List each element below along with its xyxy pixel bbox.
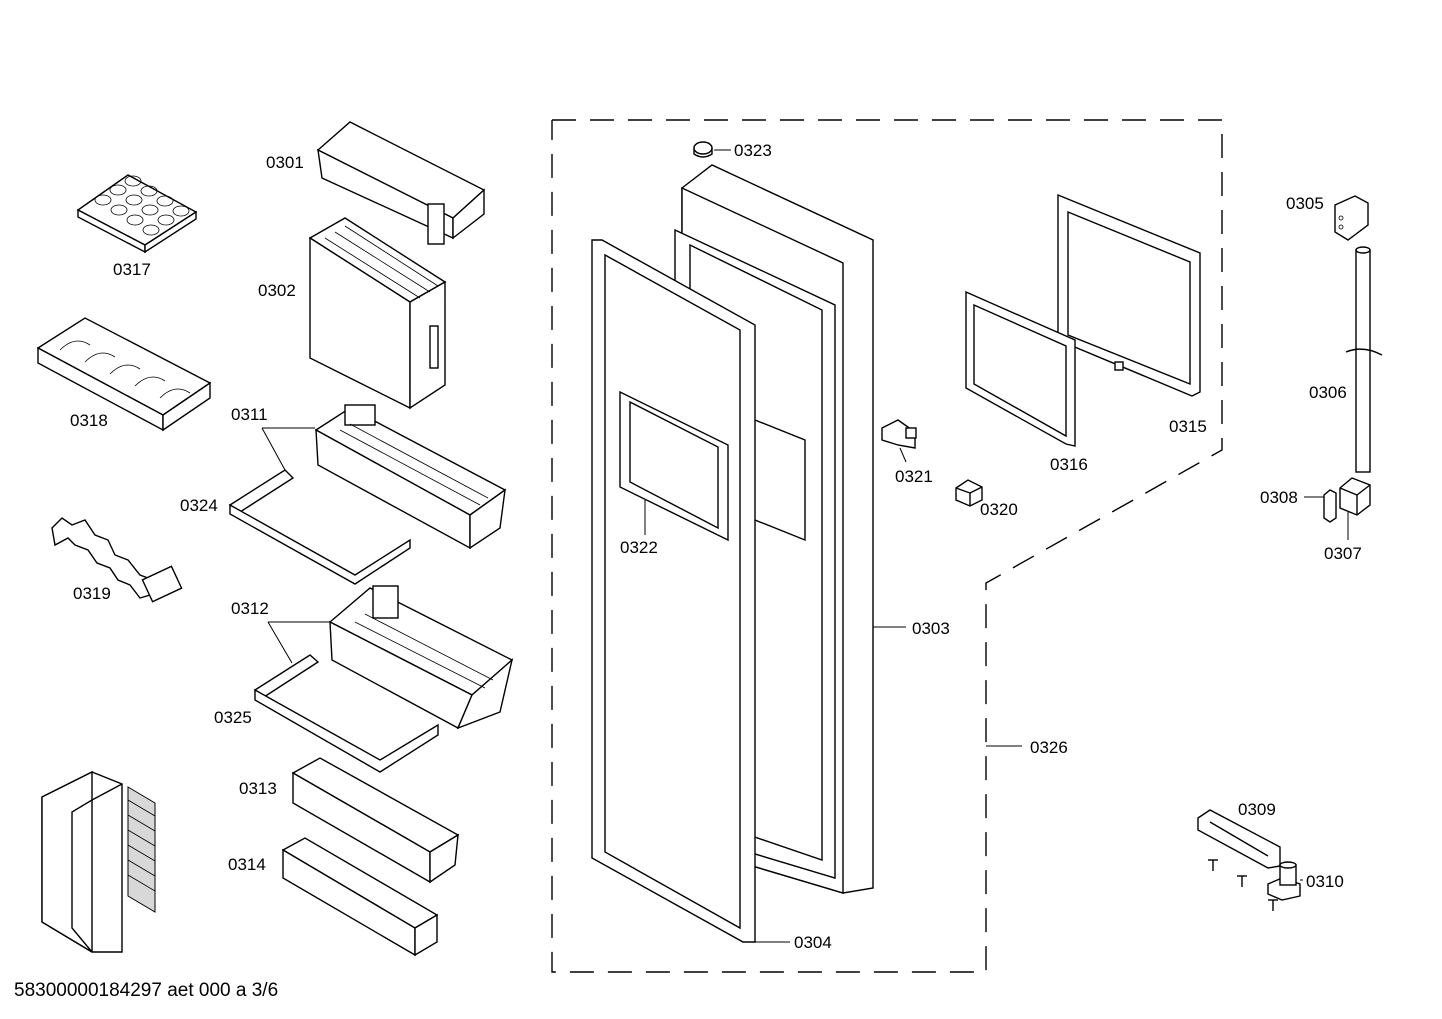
leader-lines	[261, 149, 1349, 943]
label-0304: 0304	[794, 933, 832, 952]
label-0321: 0321	[895, 467, 933, 486]
label-0320: 0320	[980, 500, 1018, 519]
block-0320	[955, 479, 983, 507]
label-0309: 0309	[1238, 800, 1276, 819]
dispenser-frame-0322	[619, 390, 729, 542]
bin-strip-0325	[253, 654, 439, 773]
hinge-pivot-0310	[1267, 861, 1301, 901]
document-reference-footer: 58300000184297 aet 000 a 3/6	[14, 980, 279, 1001]
cabinet-filter	[41, 770, 156, 953]
door-bin-0314	[281, 837, 439, 957]
label-0313: 0313	[239, 779, 277, 798]
egg-tray-0317	[76, 174, 198, 254]
panel-0316	[965, 290, 1076, 447]
label-0306: 0306	[1309, 383, 1347, 402]
label-0322: 0322	[620, 538, 658, 557]
hinge-clip-0308	[1323, 489, 1337, 523]
door-assembly-boundary	[551, 119, 1223, 973]
door-bin-0313	[291, 757, 460, 884]
label-0310: 0310	[1306, 872, 1344, 891]
label-0314: 0314	[228, 855, 266, 874]
label-0326: 0326	[1030, 738, 1068, 757]
hinge-cap-0305	[1334, 195, 1369, 241]
label-0301: 0301	[266, 153, 304, 172]
label-0319: 0319	[73, 584, 111, 603]
label-0324: 0324	[180, 496, 218, 515]
part-labels: 0301 0302 0303 0304 0305 0306 0307 0308 …	[70, 141, 1362, 952]
cap-0323	[693, 141, 713, 158]
label-0323: 0323	[734, 141, 772, 160]
tray-0318	[36, 317, 212, 432]
door-bin-0312	[328, 585, 514, 730]
label-0318: 0318	[70, 411, 108, 430]
hinge-block-0307	[1339, 477, 1371, 516]
container-0302	[308, 217, 447, 410]
bin-strip-0324	[228, 469, 411, 585]
label-0302: 0302	[258, 281, 296, 300]
label-0317: 0317	[113, 260, 151, 279]
label-0308: 0308	[1260, 488, 1298, 507]
label-0316: 0316	[1050, 455, 1088, 474]
door-bin-0311	[314, 404, 507, 550]
hinge-rod-0306	[1345, 246, 1383, 473]
holder-clip-0319	[51, 517, 183, 603]
door-gasket-0304	[591, 239, 756, 943]
label-0325: 0325	[214, 708, 252, 727]
bracket-0321	[881, 419, 917, 449]
screws	[1208, 859, 1278, 911]
label-0311: 0311	[231, 405, 268, 424]
shelf-box-0301	[316, 121, 486, 245]
label-0307: 0307	[1324, 544, 1362, 563]
frame-0315	[1057, 193, 1201, 397]
label-0305: 0305	[1286, 194, 1324, 213]
label-0312: 0312	[231, 599, 269, 618]
label-0303: 0303	[912, 619, 950, 638]
label-0315: 0315	[1169, 417, 1207, 436]
